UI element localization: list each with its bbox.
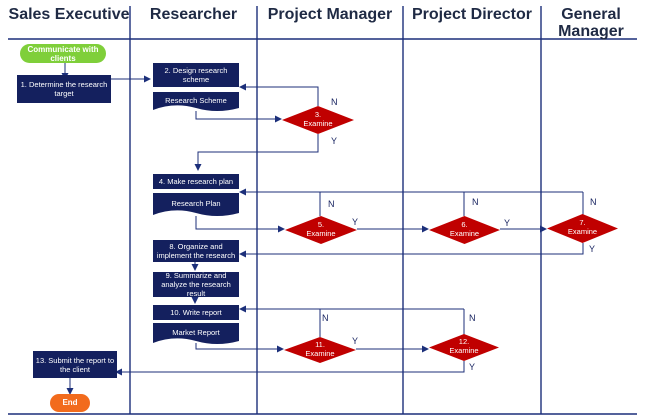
step-13-submit-report: 13. Submit the report to the client [33, 351, 117, 378]
document-shape [153, 92, 239, 111]
lane-title-project-manager: Project Manager [267, 6, 393, 23]
document-shape [153, 323, 239, 344]
decision-number: 12. [458, 337, 470, 346]
decision-6-examine: 6. Examine [429, 216, 500, 244]
diamond-shape [285, 216, 357, 244]
lane-title-project-director: Project Director [411, 6, 533, 23]
diamond-shape [282, 106, 354, 134]
diamond-shape [429, 334, 499, 361]
lane-title-general-manager: General Manager [558, 6, 624, 40]
document-research-plan: Research Plan [153, 193, 239, 217]
document-label: Market Report [172, 328, 220, 337]
decision-number: 3. [314, 110, 322, 119]
document-research-scheme: Research Scheme [153, 92, 239, 112]
no-label-d7: N [590, 197, 597, 207]
decision-11-examine: 11. Examine [284, 337, 356, 363]
start-terminator: Communicate with clients [20, 44, 106, 63]
decision-7-examine: 7. Examine [547, 214, 618, 243]
decision-12-examine: 12. Examine [429, 334, 499, 361]
decision-label: Examine [449, 229, 480, 238]
yes-label-d3: Y [331, 136, 338, 146]
decision-number: 7. [579, 218, 586, 227]
yes-label-d5: Y [352, 217, 359, 227]
no-label-d11: N [322, 313, 329, 323]
step-9-summarize-results: 9. Summarize and analyze the research re… [153, 271, 239, 298]
decision-label: Examine [449, 346, 479, 355]
document-shape [153, 193, 239, 216]
decision-label: Examine [303, 119, 333, 128]
no-label-d3: N [331, 97, 338, 107]
decision-number: 5. [317, 220, 325, 229]
document-label: Research Plan [171, 199, 221, 208]
decision-label: Examine [567, 227, 598, 236]
yes-label-d7: Y [589, 244, 596, 254]
decision-label: Examine [306, 229, 336, 238]
document-market-report: Market Report [153, 323, 239, 345]
no-label-d12: N [469, 313, 476, 323]
no-label-d6: N [472, 197, 479, 207]
decision-number: 11. [315, 340, 325, 349]
step-1-determine-target: 1. Determine the research target [17, 75, 111, 103]
yes-label-d11: Y [352, 336, 359, 346]
no-label-d5: N [328, 199, 335, 209]
swimlane-grid [8, 6, 637, 415]
step-2-design-scheme: 2. Design research scheme [153, 63, 239, 87]
decision-5-examine: 5. Examine [285, 216, 357, 244]
step-4-make-plan: 4. Make research plan [153, 174, 239, 189]
lane-title-sales-executive: Sales Executive [8, 6, 130, 23]
decision-label: Examine [305, 349, 335, 358]
document-label: Research Scheme [165, 96, 227, 105]
diamond-shape [547, 214, 618, 243]
yes-label-d6: Y [504, 218, 511, 228]
decision-3-examine: 3. Examine [282, 106, 354, 134]
diamond-shape [429, 216, 500, 244]
step-10-write-report: 10. Write report [153, 305, 239, 320]
end-terminator: End [50, 394, 90, 412]
step-8-organize-research: 8. Organize and implement the research [153, 240, 239, 262]
diamond-shape [284, 337, 356, 363]
lane-title-researcher: Researcher [149, 6, 238, 23]
decision-number: 6. [461, 220, 468, 229]
yes-label-d12: Y [469, 362, 476, 372]
